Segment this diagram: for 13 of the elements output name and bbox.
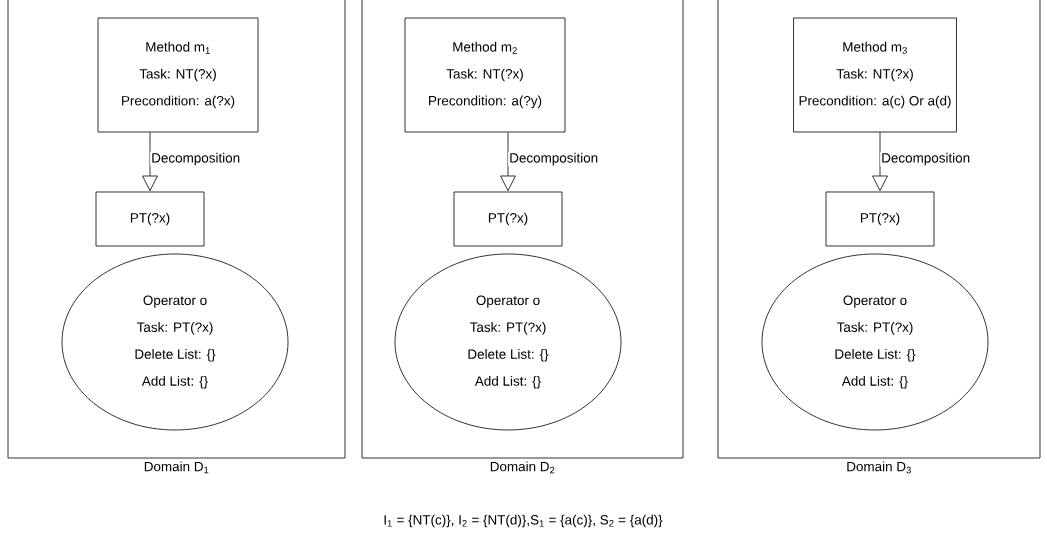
method-box: Method m$_{3}$ Task: NT(?x) Precondition: a(c) Or a(d) xyxy=(793,17,957,133)
edge-label: Decomposition xyxy=(510,152,598,166)
task-box: PT(?x) xyxy=(453,191,563,247)
edge-label: Decomposition xyxy=(152,152,240,166)
task-box: PT(?x) xyxy=(825,191,935,247)
edge-label: Decomposition xyxy=(882,152,970,166)
arrow xyxy=(500,132,516,192)
method-box: Method m$_{1}$ Task: NT(?x) Precondition: a(?x) xyxy=(97,17,259,133)
task-box: PT(?x) xyxy=(95,191,205,247)
arrow xyxy=(142,132,158,192)
set-definitions: I$_{1}$ = {NT(c)}, I$_{2}$ = {NT(d)},S$_{1}$ = {a(c)}, S$_{2}$ = {a(d)} xyxy=(384,514,663,528)
arrow xyxy=(872,132,888,192)
method-box: Method m$_{2}$ Task: NT(?x) Precondition: a(?y) xyxy=(404,17,566,133)
